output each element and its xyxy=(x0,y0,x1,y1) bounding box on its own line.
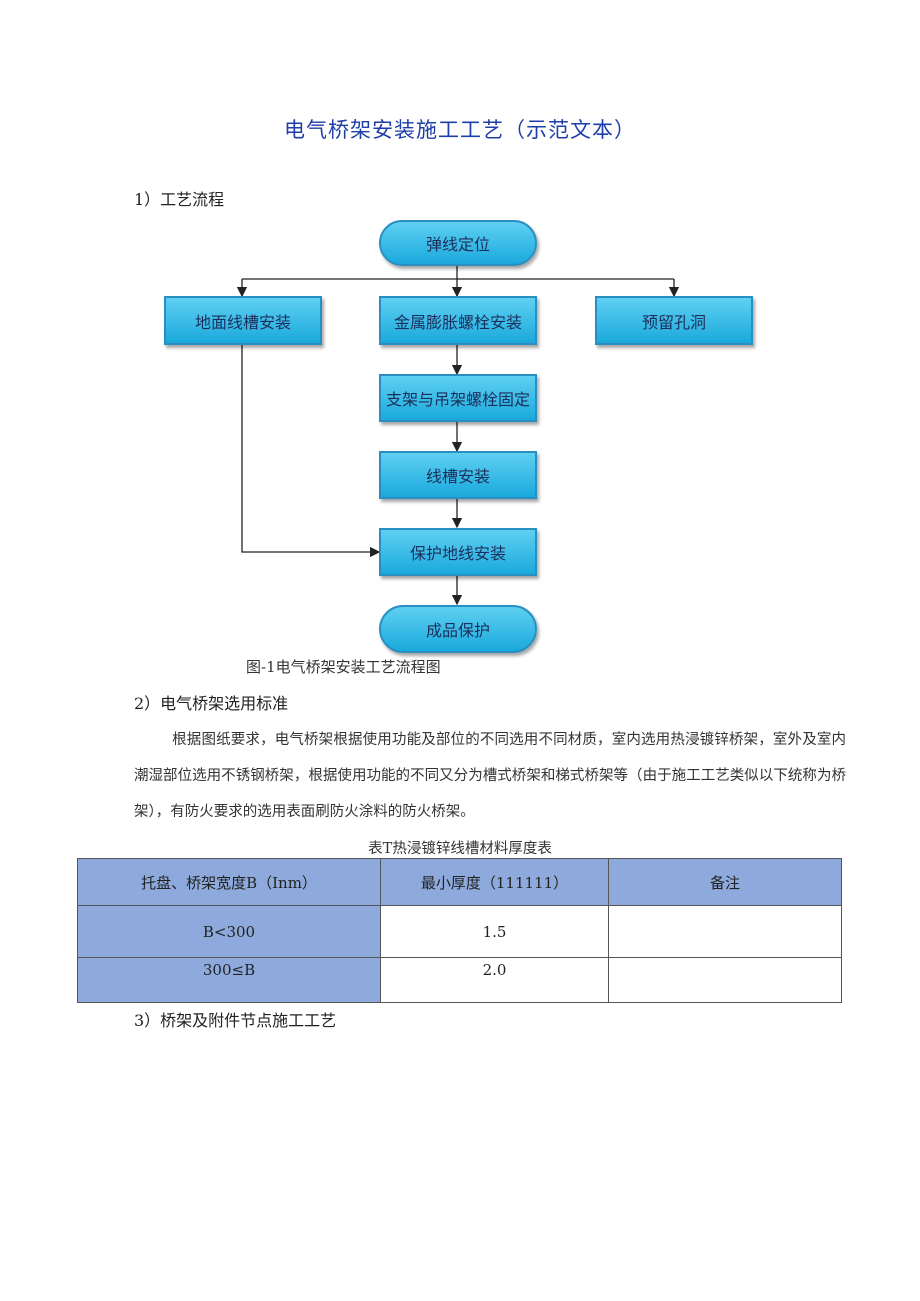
table-cell: 2.0 xyxy=(380,957,609,1003)
flowchart-connectors xyxy=(236,264,680,606)
table-header-cell: 备注 xyxy=(608,858,842,906)
table-cell: B<300 xyxy=(77,905,381,958)
thickness-table: 托盘、桥架宽度B（Inm） 最小厚度（111111） 备注 B<300 1.5 … xyxy=(77,858,842,1003)
flow-node-start: 弹线定位 xyxy=(379,220,537,266)
flow-node-bracket-fixing: 支架与吊架螺栓固定 xyxy=(379,374,537,422)
table-header-cell: 托盘、桥架宽度B（Inm） xyxy=(77,858,381,906)
section-heading-process: 1）工艺流程 xyxy=(134,190,225,209)
flow-node-floor-trunking: 地面线槽安装 xyxy=(164,296,322,345)
table-header-cell: 最小厚度（111111） xyxy=(380,858,609,906)
section-heading-standard: 2）电气桥架选用标准 xyxy=(134,694,289,713)
flow-node-reserved-holes: 预留孔洞 xyxy=(595,296,753,345)
table-row: B<300 1.5 xyxy=(77,905,842,958)
section-heading-nodes: 3）桥架及附件节点施工工艺 xyxy=(134,1011,337,1030)
flow-node-ground-wire: 保护地线安装 xyxy=(379,528,537,576)
table-row: 300≤B 2.0 xyxy=(77,957,842,1003)
table-caption: 表T热浸镀锌线槽材料厚度表 xyxy=(368,841,552,857)
flow-node-expansion-bolt: 金属膨胀螺栓安装 xyxy=(379,296,537,345)
table-header-row: 托盘、桥架宽度B（Inm） 最小厚度（111111） 备注 xyxy=(77,858,842,906)
table-cell: 1.5 xyxy=(380,905,609,958)
flow-node-end: 成品保护 xyxy=(379,605,537,653)
table-cell xyxy=(608,905,842,958)
table-cell: 300≤B xyxy=(77,957,381,1003)
page-title: 电气桥架安装施工工艺（示范文本） xyxy=(284,118,636,142)
flow-node-trunking-install: 线槽安装 xyxy=(379,451,537,499)
figure-caption: 图-1电气桥架安装工艺流程图 xyxy=(246,658,441,676)
table-cell xyxy=(608,957,842,1003)
body-paragraph: 根据图纸要求，电气桥架根据使用功能及部位的不同选用不同材质，室内选用热浸镀锌桥架… xyxy=(134,732,846,820)
